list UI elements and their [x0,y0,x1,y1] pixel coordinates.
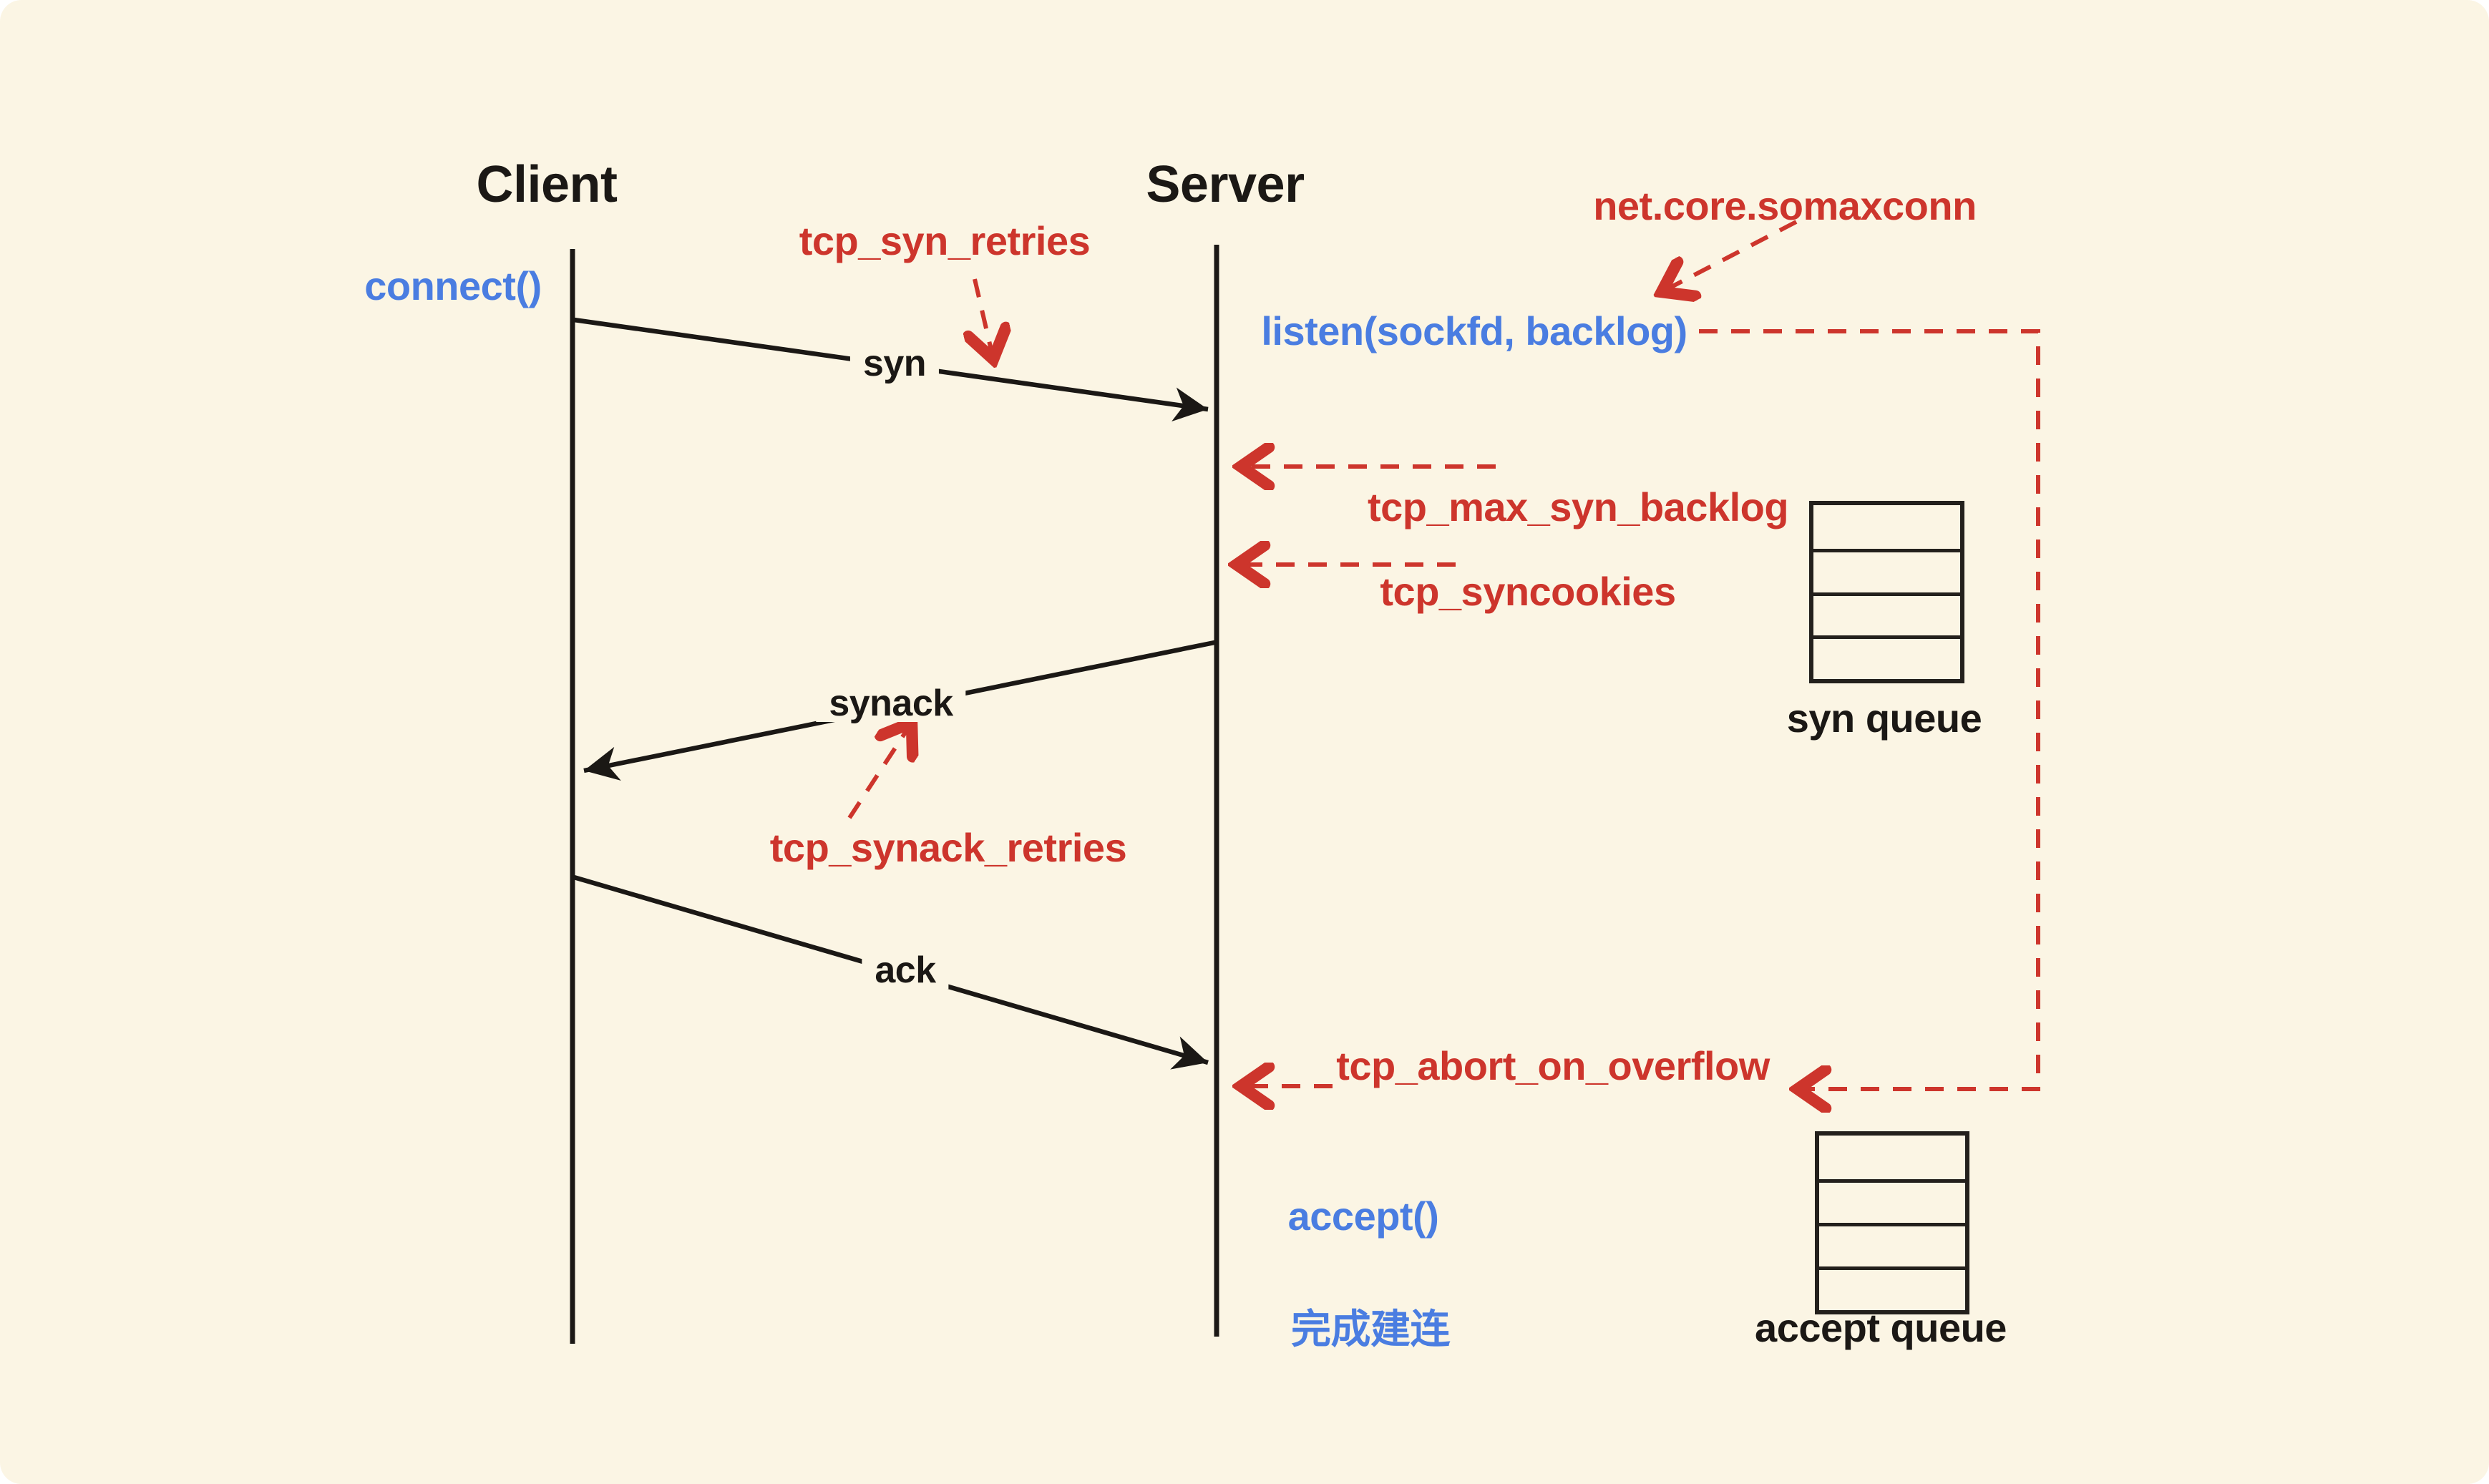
accept-queue-label: accept queue [1755,1305,2007,1350]
tcp-syncookies-label: tcp_syncookies [1380,569,1676,614]
client-title: Client [476,156,618,213]
tcp-synack-retries-label: tcp_synack_retries [769,825,1127,870]
listen-call-label: listen(sockfd, backlog) [1261,308,1687,353]
server-title: Server [1146,156,1305,213]
tcp-max-syn-backlog-label: tcp_max_syn_backlog [1367,484,1789,529]
queue-row-divider [1819,1266,1965,1270]
synack-retries-pointer-arrow [847,723,912,819]
syn-queue-label: syn queue [1786,695,1982,741]
tcp-abort-on-overflow-label: tcp_abort_on_overflow [1336,1043,1770,1088]
tcp-syn-retries-label: tcp_syn_retries [799,218,1091,263]
accept-call-label: accept() [1287,1193,1439,1239]
synack-label: synack [816,685,966,722]
queue-row-divider [1813,592,1960,596]
net-core-somaxconn-label: net.core.somaxconn [1593,183,1977,228]
connect-call-label: connect() [364,263,542,308]
backlog-to-accept-queue-dashed-path [1699,329,2040,1089]
somaxconn-pointer-arrow [1662,220,1798,292]
queue-row-divider [1813,548,1960,552]
ack-label: ack [862,952,949,989]
queue-row-divider [1813,635,1960,640]
queue-row-divider [1819,1179,1965,1183]
connection-established-label: 完成建连 [1291,1307,1451,1352]
queue-row-divider [1819,1223,1965,1226]
accept-queue-box [1815,1131,1969,1314]
syn-retries-pointer-arrow [975,278,993,359]
syn-queue-box [1809,501,1964,683]
syn-label: syn [849,345,940,382]
